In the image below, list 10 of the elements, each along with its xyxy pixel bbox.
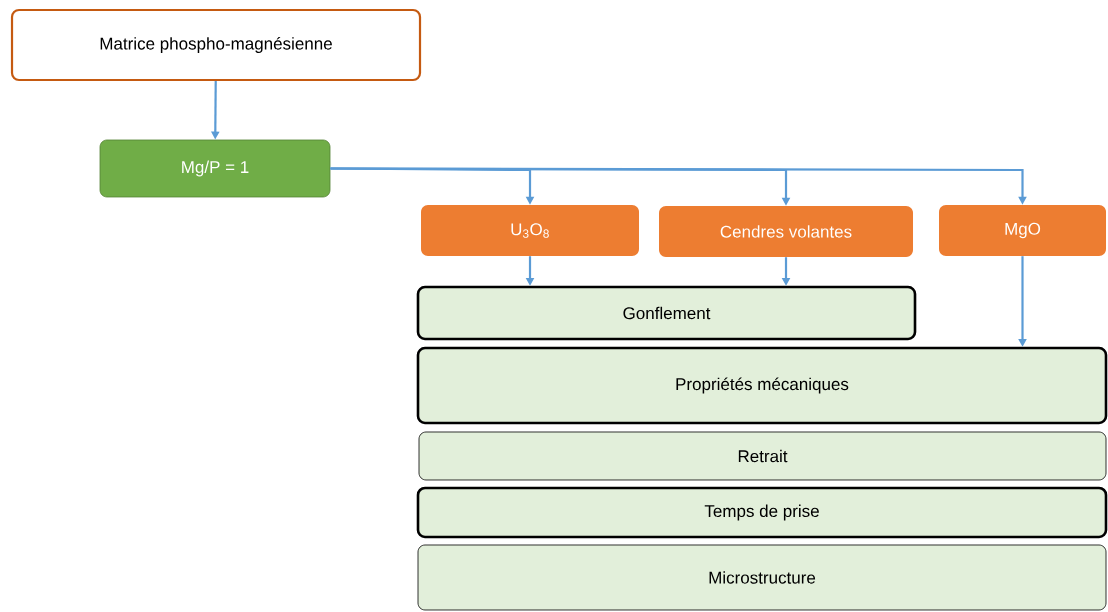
property-box: Retrait bbox=[418, 431, 1107, 481]
process-box: Matrice phospho-magnésienne bbox=[10, 8, 422, 82]
component-box: Cendres volantes bbox=[659, 206, 913, 257]
property-box: Temps de prise bbox=[416, 486, 1108, 539]
component-box: MgO bbox=[939, 205, 1106, 256]
property-box: Propriétés mécaniques bbox=[416, 346, 1108, 425]
property-box: Microstructure bbox=[417, 544, 1107, 611]
component-box: U$_{3}$O$_{8}$ bbox=[421, 205, 639, 256]
property-box: Gonflement bbox=[416, 285, 917, 341]
ratio-box: Mg/P = 1 bbox=[99, 139, 331, 198]
